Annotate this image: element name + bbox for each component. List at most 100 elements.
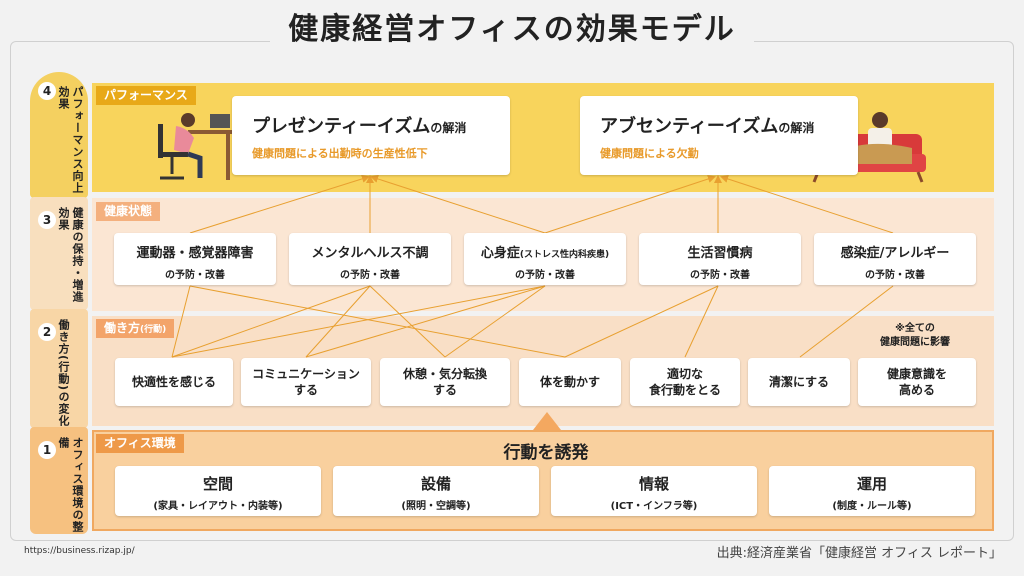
card-title: プレゼンティーイズムの解消: [252, 112, 510, 138]
arrow-line: [370, 175, 546, 234]
link-line: [305, 285, 371, 358]
card-title: アブセンティーイズムの解消: [600, 112, 858, 138]
presenteeism-card: プレゼンティーイズムの解消 健康問題による出勤時の生産性低下: [232, 96, 510, 175]
work-card-comfort: 快適性を感じる: [115, 358, 233, 406]
office-card-title: 運用: [856, 475, 887, 493]
work-card-line: 健康意識を: [886, 367, 947, 381]
office-card-sub: (照明・空調等): [401, 501, 471, 512]
health-card-sub: の予防・改善: [690, 270, 750, 281]
card-title-main: アブセンティーイズム: [600, 116, 779, 137]
chair-seat: [158, 152, 188, 157]
health-card-title-main: 心身症: [480, 246, 520, 261]
office-card-title: 空間: [202, 475, 233, 493]
desk-top: [188, 130, 242, 134]
note-all-health: ※全ての 健康問題に影響: [860, 322, 970, 350]
rail-label: パフォーマンス向上効果: [57, 86, 84, 194]
health-card-sub: の予防・改善: [340, 270, 400, 281]
rail-number: 2: [38, 323, 56, 341]
rail-level-3: 3 健康の保持・増進効果: [30, 197, 88, 310]
work-card-communication: コミュニケーション する: [241, 358, 371, 406]
health-card-musculoskeletal: 運動器・感覚器障害 の予防・改善: [114, 233, 276, 285]
health-card-sub: の予防・改善: [515, 270, 575, 281]
health-card-title: メンタルヘルス不調: [311, 246, 429, 261]
work-card-line: 高める: [898, 383, 935, 397]
rail-number: 4: [38, 82, 56, 100]
link-line: [684, 285, 719, 358]
work-card-line: 清潔にする: [768, 375, 830, 389]
arrow-line: [720, 175, 894, 234]
title-wrap: 健康経営オフィスの効果モデル: [0, 10, 1024, 50]
link-line: [369, 285, 446, 358]
page-title: 健康経営オフィスの効果モデル: [270, 10, 754, 50]
rail-level-4: 4 パフォーマンス向上効果: [30, 72, 88, 198]
link-line: [799, 285, 894, 358]
work-card-line: 食行動をとる: [648, 383, 721, 397]
work-card-eating: 適切な 食行動をとる: [630, 358, 740, 406]
sofa-leg: [916, 171, 924, 183]
card-title-main: プレゼンティーイズム: [252, 116, 431, 137]
induce-label: 行動を誘発: [503, 443, 589, 463]
office-card-information: 情報 (ICT・インフラ等): [551, 466, 757, 516]
tag-main: 働き方: [104, 321, 141, 335]
rail-label: 働き方(行動)の変化: [57, 319, 70, 428]
desk-leg: [226, 134, 230, 180]
section-tag-performance: パフォーマンス: [96, 86, 196, 105]
source-credit: 出典:経済産業省「健康経営 オフィス レポート」: [716, 546, 1002, 561]
desk-worker-illustration: [158, 113, 242, 180]
rail-number: 1: [38, 441, 56, 459]
card-title-suffix: の解消: [430, 121, 467, 135]
link-line: [444, 285, 546, 358]
absenteeism-card: アブセンティーイズムの解消 健康問題による欠勤: [580, 96, 858, 175]
section-tag-health: 健康状態: [96, 202, 161, 221]
worker-head: [181, 113, 195, 127]
card-title-suffix: の解消: [778, 121, 815, 135]
induce-triangle: [533, 412, 561, 430]
office-card-sub: (ICT・インフラ等): [610, 501, 698, 512]
work-card-line: する: [432, 383, 457, 397]
health-card-sub: の予防・改善: [865, 270, 925, 281]
worker-body: [174, 126, 194, 154]
section-tag-office: オフィス環境: [96, 434, 184, 453]
health-card-mental: メンタルヘルス不調 の予防・改善: [289, 233, 451, 285]
office-card-operation: 運用 (制度・ルール等): [769, 466, 975, 516]
work-card-line: 休憩・気分転換: [402, 367, 487, 381]
health-card-title: 感染症/アレルギー: [840, 246, 950, 261]
work-card-line: 体を動かす: [539, 375, 600, 389]
rail-number: 3: [38, 211, 56, 229]
work-card-break: 休憩・気分転換 する: [380, 358, 510, 406]
link-line: [305, 285, 546, 358]
health-card-title: 生活習慣病: [687, 246, 753, 261]
tag-sub: (行動): [140, 325, 167, 335]
office-card-equipment: 設備 (照明・空調等): [333, 466, 539, 516]
office-card-title: 設備: [420, 475, 451, 493]
link-line: [171, 285, 191, 358]
office-card-sub: (家具・レイアウト・内装等): [153, 501, 283, 512]
note-line: ※全ての: [895, 323, 935, 334]
health-card-title: 運動器・感覚器障害: [136, 246, 254, 261]
arrow-line: [544, 175, 716, 234]
card-subtitle: 健康問題による欠勤: [600, 147, 699, 160]
chair-back: [158, 124, 163, 158]
office-card-title: 情報: [638, 475, 669, 493]
rail-level-2: 2 働き方(行動)の変化: [30, 309, 88, 428]
health-card-sub: の予防・改善: [165, 270, 225, 281]
work-card-line: する: [293, 383, 318, 397]
arrow-line: [189, 174, 370, 234]
work-card-awareness: 健康意識を 高める: [858, 358, 976, 406]
link-line: [564, 285, 719, 358]
work-card-move-body: 体を動かす: [519, 358, 621, 406]
office-card-sub: (制度・ルール等): [832, 501, 912, 512]
work-card-line: コミュニケーション: [252, 367, 360, 381]
section-tag-workstyle: 働き方(行動): [96, 319, 175, 338]
rail-label: 健康の保持・増進効果: [57, 207, 84, 303]
laptop: [210, 114, 230, 128]
work-card-line: 適切な: [666, 367, 703, 381]
rail-label: オフィス環境の整備: [57, 437, 84, 533]
link-line: [171, 285, 371, 358]
work-card-clean: 清潔にする: [748, 358, 850, 406]
health-card-psychosomatic: 心身症(ストレス性内科疾患) の予防・改善: [464, 233, 626, 285]
note-line: 健康問題に影響: [880, 337, 950, 348]
source-url: https://business.rizap.jp/: [24, 546, 135, 556]
card-subtitle: 健康問題による出勤時の生産性低下: [252, 147, 428, 160]
